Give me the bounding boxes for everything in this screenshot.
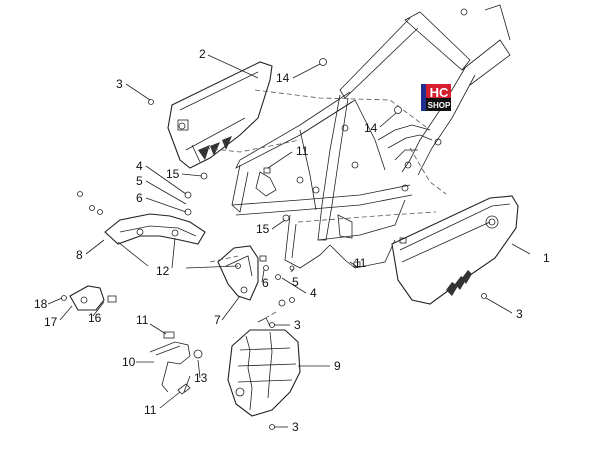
- small-bracket: [61, 285, 117, 311]
- callout-17: 17: [44, 315, 58, 329]
- callout-18: 18: [34, 297, 48, 311]
- callout-labels: 2 1 3 3 3 3 4 4 5 5 6 6 7 8 9 10 11 11 1…: [34, 47, 550, 434]
- right-side-cover: [391, 195, 519, 305]
- callout-10: 10: [122, 355, 136, 369]
- callout-14: 14: [364, 121, 378, 135]
- callout-11: 11: [354, 256, 367, 270]
- callout-8: 8: [76, 248, 83, 262]
- callout-4: 4: [136, 159, 143, 173]
- callout-3: 3: [116, 77, 123, 91]
- callout-7: 7: [214, 313, 221, 327]
- callout-6: 6: [262, 276, 269, 290]
- callout-3: 3: [292, 420, 299, 434]
- callout-2: 1: [543, 251, 550, 265]
- callout-11: 11: [136, 313, 149, 327]
- battery-housing: [227, 317, 301, 417]
- logo-text-shop: SHOP: [428, 101, 451, 110]
- callout-15: 15: [166, 167, 180, 181]
- battery-bracket: [149, 331, 203, 395]
- callout-3: 3: [294, 318, 301, 332]
- callout-12: 12: [156, 264, 170, 278]
- callout-4: 4: [310, 286, 317, 300]
- callout-13: 13: [194, 371, 208, 385]
- hc-shop-logo: HC SHOP: [421, 84, 451, 111]
- left-bracket: [104, 213, 206, 245]
- callout-3: 3: [516, 307, 523, 321]
- center-bracket: [217, 245, 259, 301]
- callout-16: 16: [88, 311, 102, 325]
- callout-6: 6: [136, 191, 143, 205]
- callout-14: 14: [276, 71, 290, 85]
- callout-9: 9: [334, 359, 341, 373]
- logo-text-hc: HC: [430, 85, 449, 100]
- assembly-lines: [204, 89, 447, 321]
- callout-5: 5: [292, 275, 299, 289]
- callout-11: 11: [144, 403, 157, 417]
- callout-1: 2: [199, 47, 206, 61]
- callout-11: 11: [296, 144, 309, 158]
- callout-5: 5: [136, 174, 143, 188]
- leader-lines: [47, 54, 531, 428]
- left-side-cover: [167, 61, 273, 169]
- callout-15: 15: [256, 222, 270, 236]
